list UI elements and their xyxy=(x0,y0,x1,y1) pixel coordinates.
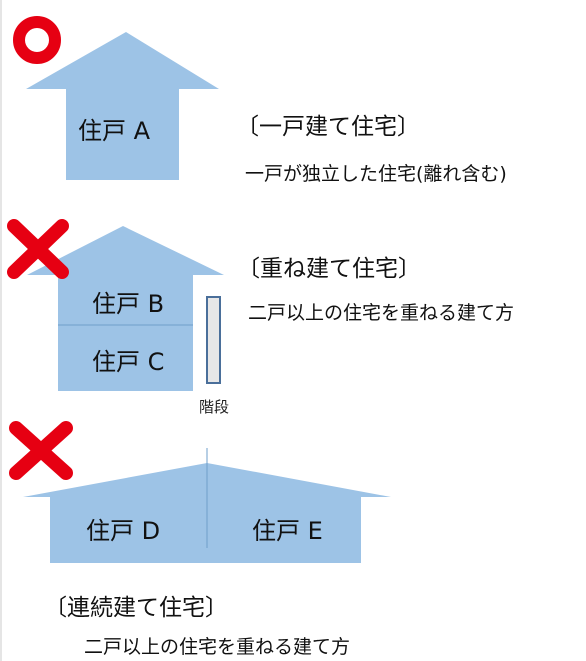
section-description-stacked: 二戸以上の住宅を重ねる建て方 xyxy=(248,302,515,324)
unit-label-c: 住戸 C xyxy=(92,348,165,376)
ng-cross-icon xyxy=(7,219,69,279)
section-heading-detached: 〔一戸建て住宅〕 xyxy=(236,114,420,140)
unit-label-a: 住戸 A xyxy=(78,117,151,145)
ng-cross-icon xyxy=(9,421,73,480)
stair-shape xyxy=(206,296,221,384)
stair-label: 階段 xyxy=(199,398,230,416)
section-heading-stacked: 〔重ね建て住宅〕 xyxy=(237,256,421,282)
house-bc-shape xyxy=(27,226,224,391)
left-border xyxy=(0,0,2,661)
section-description-row: 二戸以上の住宅を重ねる建て方 xyxy=(84,636,351,658)
ok-circle-icon xyxy=(13,16,61,64)
unit-label-b: 住戸 B xyxy=(92,290,165,318)
unit-label-d: 住戸 D xyxy=(86,517,161,545)
section-heading-row: 〔連続建て住宅〕 xyxy=(44,595,228,621)
section-description-detached: 一戸が独立した住宅(離れ含む) xyxy=(245,163,507,185)
house-a-shape xyxy=(26,32,219,180)
unit-label-e: 住戸 E xyxy=(252,517,323,545)
